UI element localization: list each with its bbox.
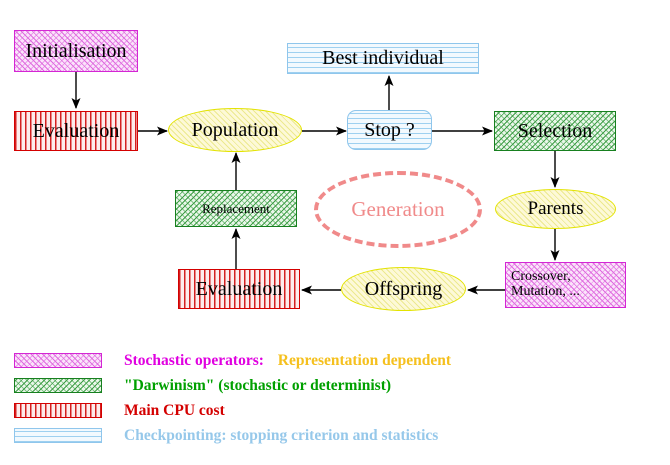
legend-label-stochastic-main: Stochastic operators: (124, 351, 264, 369)
legend-label-stochastic: Stochastic operators: Representation dep… (124, 352, 451, 370)
node-best-individual[interactable]: Best individual (287, 43, 479, 74)
legend-swatch-blue-horizontal (14, 428, 102, 443)
node-replacement[interactable]: Replacement (175, 190, 297, 227)
legend-row-checkpointing: Checkpointing: stopping criterion and st… (14, 423, 654, 448)
legend-row-stochastic: Stochastic operators: Representation dep… (14, 348, 654, 373)
legend: Stochastic operators: Representation dep… (14, 348, 654, 448)
node-generation-cycle: Generation (314, 171, 482, 248)
node-stop-decision[interactable]: Stop ? (347, 110, 432, 150)
legend-row-cpu-cost: Main CPU cost (14, 398, 654, 423)
node-parents[interactable]: Parents (495, 189, 616, 229)
node-generation-label: Generation (351, 197, 445, 222)
legend-label-darwinism: "Darwinism" (stochastic or determinist) (124, 376, 392, 394)
node-selection[interactable]: Selection (494, 111, 616, 151)
node-initialisation-label: Initialisation (25, 39, 127, 62)
node-population[interactable]: Population (168, 108, 302, 152)
node-evaluation-top[interactable]: Evaluation (14, 111, 138, 151)
node-initialisation[interactable]: Initialisation (14, 30, 138, 72)
node-best-individual-label: Best individual (322, 47, 444, 69)
node-replacement-label: Replacement (202, 200, 270, 216)
node-parents-label: Parents (527, 198, 584, 220)
node-evaluation-bottom[interactable]: Evaluation (178, 269, 300, 309)
node-offspring-label: Offspring (364, 277, 443, 300)
node-offspring[interactable]: Offspring (341, 267, 466, 311)
node-population-label: Population (191, 118, 279, 141)
legend-swatch-red-vertical (14, 403, 102, 418)
legend-row-darwinism: "Darwinism" (stochastic or determinist) (14, 373, 654, 398)
node-crossover-mutation[interactable]: Crossover, Mutation, ... (505, 262, 626, 308)
legend-swatch-magenta-hatch (14, 353, 102, 368)
legend-label-cpu-cost: Main CPU cost (124, 401, 225, 419)
node-stop-label: Stop ? (364, 118, 415, 141)
legend-swatch-green-hatch (14, 378, 102, 393)
legend-label-checkpointing: Checkpointing: stopping criterion and st… (124, 426, 439, 444)
node-selection-label: Selection (517, 119, 593, 142)
node-evaluation-top-label: Evaluation (32, 119, 120, 142)
node-crossover-line2: Mutation, ... (511, 284, 580, 299)
legend-label-stochastic-second: Representation dependent (277, 351, 452, 369)
node-crossover-line1: Crossover, (511, 269, 571, 285)
node-evaluation-bottom-label: Evaluation (195, 277, 283, 300)
